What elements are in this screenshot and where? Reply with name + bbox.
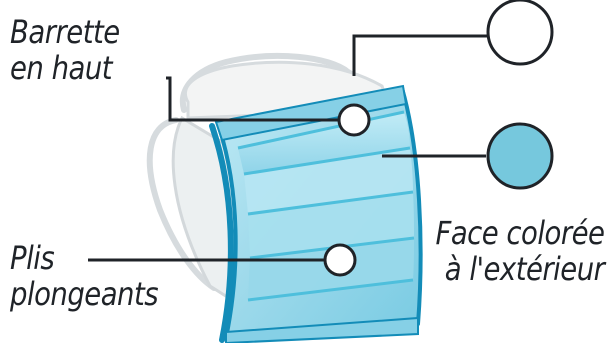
label-top-bar-line-1: Barrette — [10, 14, 120, 50]
label-pleats-line-2: plongeants — [10, 276, 158, 312]
white-marker-top-right — [488, 0, 552, 64]
white-marker-top-bar — [339, 105, 369, 135]
label-pleats-line-1: Plis — [10, 240, 158, 276]
callout-line-top-right — [354, 36, 488, 76]
label-colored-side-line-1: Face colorée — [435, 215, 604, 251]
label-colored-side: Face colorée à l'extérieur — [435, 215, 604, 287]
label-pleats: Plis plongeants — [10, 240, 158, 312]
label-top-bar-line-2: en haut — [10, 50, 120, 86]
blue-marker-colored-side — [488, 124, 552, 188]
label-top-bar: Barrette en haut — [10, 14, 120, 86]
label-colored-side-line-2: à l'extérieur — [435, 251, 604, 287]
white-marker-pleats — [325, 245, 355, 275]
